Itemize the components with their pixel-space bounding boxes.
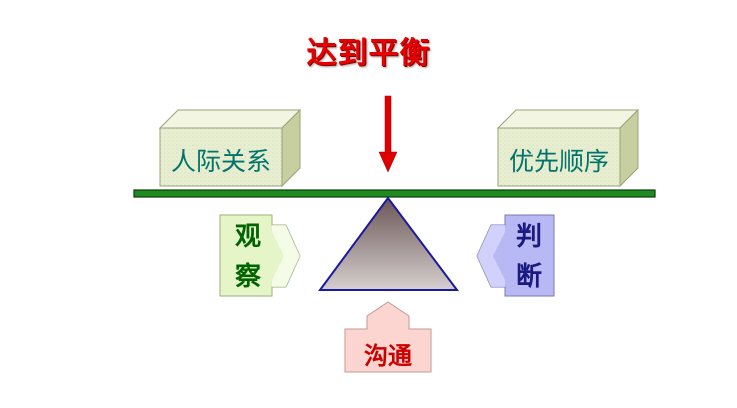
down-arrow-icon [378,95,398,173]
left-arrow-label-line2: 察 [234,262,261,292]
fulcrum-triangle [318,196,459,291]
right-arrow-label: 判 断 [509,217,549,297]
page-title: 达到平衡 [306,36,431,71]
left-box [158,108,302,188]
bottom-arrow-shape [344,301,432,373]
right-arrow-label-line2: 断 [515,262,542,292]
balance-beam [133,189,656,198]
right-box [496,108,640,188]
right-box-label: 优先顺序 [508,147,609,176]
left-arrow-label: 观 察 [228,217,268,297]
left-arrow-label-line1: 观 [234,222,261,252]
left-box-label: 人际关系 [170,147,271,176]
bottom-arrow-label: 沟通 [364,342,412,370]
right-arrow-label-line1: 判 [515,222,542,252]
